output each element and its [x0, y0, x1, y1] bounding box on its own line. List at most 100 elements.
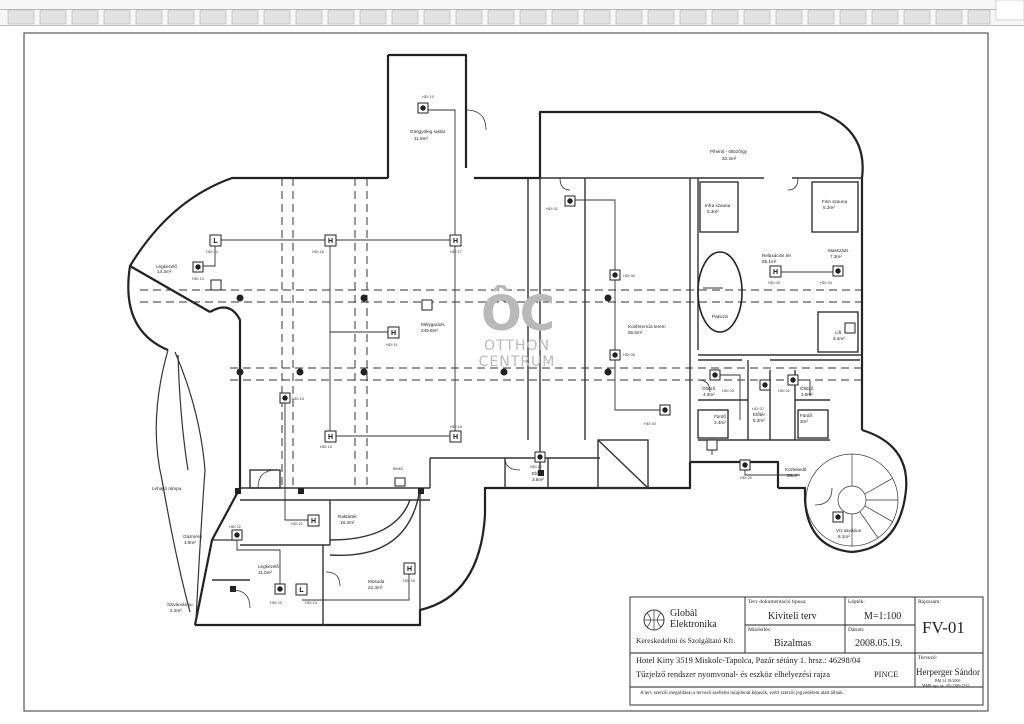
room-area: 5.2m² [753, 418, 765, 423]
device-id: HDI 24 [305, 601, 317, 605]
sheet-border [23, 32, 989, 712]
device-id: HDI 11 [386, 343, 398, 347]
device-id: HDI 14 [206, 250, 218, 254]
designer-registration-2: MMK nyt. sz.: 05-2305-1252 [922, 683, 970, 688]
room-area: 22.4m² [722, 156, 737, 161]
door-swings [231, 109, 833, 609]
room-name: Finn szauna [822, 199, 847, 204]
room-name: Gázmérő [183, 534, 202, 539]
svg-text:H: H [407, 566, 412, 573]
device-labels: HDI 10 HDI 14 HDI 16 HDI 17 HDI 13 HDI 1… [192, 95, 832, 605]
device-id: HDI 04 [820, 281, 832, 285]
room-area: 3.6m² [532, 477, 544, 482]
designer-registration: BM 14 18/2006 [935, 678, 961, 683]
date-value: 2008.05.19. [855, 638, 903, 649]
room-name: Infra szauna [705, 203, 731, 208]
doc-type-value: Kiviteli terv [768, 611, 817, 622]
title-block-frame [629, 596, 984, 706]
room-area: 11.9m² [414, 136, 428, 141]
device-id: HDI 17 [450, 250, 462, 254]
room-name: Masszázs [828, 248, 849, 253]
device-id: HDI 21 [291, 522, 303, 526]
room-area: 55.1m² [762, 259, 777, 264]
binder-strip [0, 0, 1024, 26]
watermark-line2: CENTRUM [478, 354, 556, 370]
room-name: Mélygarázs [421, 322, 445, 327]
room-area: 5.3m² [823, 205, 835, 210]
device-id: HDI 25 [403, 579, 415, 583]
device-id: HDI 01 [546, 207, 558, 211]
device-id: HDI 07 [752, 407, 764, 411]
room-area: 1.9m² [184, 540, 196, 545]
svg-text:H: H [453, 238, 458, 245]
room-name: Víz akvárius [836, 528, 862, 533]
room-area: 7.3m² [830, 254, 842, 259]
room-area: 18.3m² [340, 520, 355, 525]
device-id: HDI 09 [623, 274, 635, 278]
svg-text:H: H [391, 330, 396, 337]
classification-value: Bizalmas [774, 638, 812, 649]
copyright-footer: A terv szerzői megoldásai a tervező szel… [640, 691, 844, 696]
device-id: HDI 19 [292, 397, 304, 401]
room-name: Konferencia terem [628, 324, 666, 329]
drawing-content: Tűzjelző rendszer nyomvonal- és eszköz e… [636, 670, 830, 679]
room-area: 249.8m² [421, 328, 438, 333]
date-label: Dátum: [848, 627, 865, 633]
company-name-line2: Elektronika [670, 619, 717, 630]
room-name: Relaxációs tér [762, 253, 792, 258]
device-id: HDI 12 [530, 465, 542, 469]
drawing-level: PINCE [874, 670, 899, 679]
room-name: Mosoda [368, 579, 385, 584]
room-name: Raktártér [338, 514, 357, 519]
room-name: Lehajtó rámpa [152, 486, 182, 491]
room-name: Öltöző [702, 385, 716, 391]
room-area: 36m² [787, 473, 798, 478]
company-name-line3: Kereskedelmi és Szolgáltató Kft. [636, 636, 736, 645]
project-line: Hotel Kitty 3519 Miskolc-Tapolca, Pazár … [636, 656, 861, 665]
room-area: 55.5m² [628, 330, 643, 335]
jacuzzi [697, 251, 743, 333]
device-id: HDI 03 [722, 389, 734, 393]
room-name: Előtér [753, 412, 765, 417]
device-id: HDI 10 [422, 95, 434, 99]
device-id: HDI 18 [450, 425, 462, 429]
room-area: 4.3m² [703, 392, 715, 397]
svg-text:H: H [311, 518, 316, 525]
device-id: BMK2 [393, 467, 403, 471]
room-area: 3.8m² [801, 392, 813, 397]
device-id: HDI 23 [270, 601, 282, 605]
room-area: 2.2m² [170, 608, 182, 613]
watermark-line1: OTTHON [484, 338, 550, 354]
room-area: 11.0m² [258, 570, 272, 575]
scale-label: Lépték: [848, 599, 865, 605]
room-name: Göngyöleg raktár [410, 129, 446, 134]
svg-text:L: L [213, 238, 218, 245]
designer-label: Tervező: [918, 655, 938, 661]
otthon-centrum-watermark: ÔC OTTHON CENTRUM [462, 290, 572, 370]
device-id: HDI 15 [320, 445, 332, 449]
svg-text:H: H [328, 238, 333, 245]
device-id: HDI 22 [229, 525, 241, 529]
device-id: HDI 40 [644, 422, 656, 426]
watermark-logo-letters: ÔC [480, 286, 555, 342]
drawing-no-label: Rajzszám: [918, 599, 941, 605]
room-name: Pakuzzi [712, 314, 728, 319]
room-name: Fürdő [714, 414, 726, 419]
doc-type-label: Terv dokumentáció típusa: [748, 599, 807, 605]
device-id: HDI 02 [778, 389, 790, 393]
classification-label: Minősítés: [748, 627, 772, 633]
device-id: HDI 05 [768, 281, 780, 285]
room-area: 3m² [800, 419, 808, 424]
device-id: HDI 20 [740, 476, 752, 480]
device-id: HDI 16 [312, 250, 324, 254]
drawing-number: FV-01 [922, 618, 965, 637]
room-name: Öltöző [800, 385, 814, 391]
designer-name: Herperger Sándor [916, 667, 981, 677]
room-area: 3.4m² [714, 420, 726, 425]
svg-text:H: H [328, 434, 333, 441]
spiral-staircase [805, 453, 899, 547]
room-name: Fürdő [800, 413, 812, 418]
device-id: HDI 13 [192, 277, 204, 281]
room-name: Szivárvármu [167, 602, 193, 607]
